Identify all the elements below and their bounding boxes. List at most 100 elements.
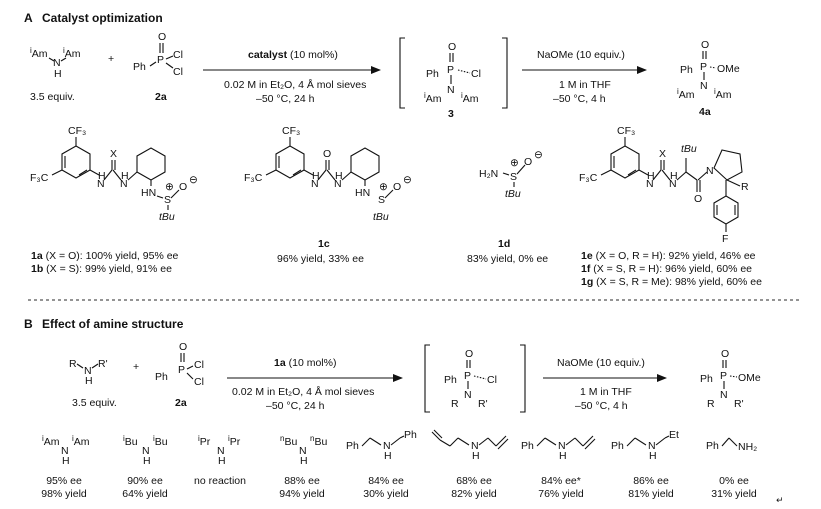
svg-text:S: S: [164, 194, 171, 206]
amine-h: H: [143, 455, 151, 467]
svg-text:HN: HN: [141, 187, 156, 199]
reaction-arrow-a1: catalyst (10 mol%) 0.02 M in Et₂O, 4 Å m…: [203, 49, 381, 105]
svg-text:S: S: [378, 194, 385, 206]
svg-text:H: H: [647, 170, 655, 182]
svg-text:0.02 M in Et₂O, 4 Å mol sieves: 0.02 M in Et₂O, 4 Å mol sieves: [224, 78, 366, 91]
svg-text:1 M in THF: 1 M in THF: [580, 386, 632, 398]
reaction-arrow-a2: NaOMe (10 equiv.) 1 M in THF –50 °C, 4 h: [522, 49, 647, 105]
svg-text:Ph: Ph: [444, 374, 457, 386]
catalyst-1c-label: 1c: [318, 238, 330, 250]
svg-text:N: N: [334, 178, 342, 190]
amine-left-group: Ph: [611, 440, 624, 452]
svg-text:CF₃: CF₃: [282, 125, 300, 137]
amine-n: N: [61, 445, 69, 457]
svg-text:O: O: [465, 348, 473, 360]
svg-text:H: H: [312, 170, 320, 182]
svg-text:tBu: tBu: [159, 211, 175, 223]
svg-text:CF₃: CF₃: [68, 125, 86, 137]
svg-text:Cl: Cl: [194, 359, 204, 371]
svg-text:R': R': [478, 398, 488, 410]
svg-text:Ph: Ph: [700, 373, 713, 385]
svg-text:⊕: ⊕: [165, 181, 174, 193]
reagent-2a: O P Ph Cl Cl 2a: [133, 31, 183, 103]
svg-text:H: H: [670, 170, 678, 182]
svg-text:N: N: [311, 178, 319, 190]
amine-yield: 76% yield: [538, 488, 584, 500]
amine-n: N: [471, 440, 479, 452]
amine-yield: 30% yield: [363, 488, 409, 500]
svg-text:P: P: [157, 54, 164, 66]
amine-right-group: nBu: [310, 434, 327, 448]
amine-right-group: Et: [669, 429, 679, 441]
svg-text:tBu: tBu: [505, 188, 521, 200]
svg-text:⊕: ⊕: [510, 157, 519, 169]
reaction-arrow-b2: NaOMe (10 equiv.) 1 M in THF –50 °C, 4 h: [543, 357, 667, 412]
catalyst-1a-result: 1a (X = O): 100% yield, 95% ee: [31, 250, 179, 262]
svg-text:N: N: [464, 389, 472, 401]
svg-text:OMe: OMe: [717, 63, 740, 75]
svg-text:O: O: [179, 341, 187, 353]
svg-text:⊖: ⊖: [189, 174, 198, 186]
svg-text:O: O: [721, 348, 729, 360]
catalyst-1d-result: 83% yield, 0% ee: [467, 253, 548, 265]
svg-text:1 M in THF: 1 M in THF: [559, 79, 611, 91]
svg-text:N: N: [53, 57, 61, 69]
equiv-label-a: 3.5 equiv.: [30, 91, 75, 103]
svg-text:catalyst (10 mol%): catalyst (10 mol%): [248, 49, 338, 61]
catalyst-1c-result: 96% yield, 33% ee: [277, 253, 364, 265]
svg-text:iAm: iAm: [30, 46, 48, 60]
svg-text:N: N: [646, 178, 654, 190]
svg-text:H: H: [54, 68, 62, 80]
product-generic: O P Ph OMe N R R': [700, 348, 761, 410]
svg-text:O: O: [701, 39, 709, 51]
svg-text:Cl: Cl: [487, 374, 497, 386]
svg-text:3: 3: [448, 108, 454, 120]
svg-text:P: P: [447, 64, 454, 76]
svg-text:H: H: [121, 170, 129, 182]
amine-n: N: [299, 445, 307, 457]
svg-text:X: X: [659, 148, 666, 160]
equiv-label-b: 3.5 equiv.: [72, 397, 117, 409]
amine-n: N: [217, 445, 225, 457]
amine-diisoamyl: iAm N H iAm: [30, 46, 81, 80]
svg-text:N: N: [700, 80, 708, 92]
amine-h: H: [300, 455, 308, 467]
amine-n: N: [648, 440, 656, 452]
amine-n: N: [558, 440, 566, 452]
svg-text:iAm: iAm: [677, 87, 695, 101]
svg-text:P: P: [464, 370, 471, 382]
return-glyph: ↵: [776, 495, 784, 505]
svg-text:S: S: [510, 171, 517, 183]
amine-ee: 68% ee: [456, 475, 492, 487]
amine-ee: 84% ee*: [541, 475, 581, 487]
amine-h: H: [384, 450, 392, 462]
svg-text:F₃C: F₃C: [30, 172, 49, 184]
catalyst-1e-result: 1e (X = O, R = H): 92% yield, 46% ee: [581, 250, 756, 262]
svg-text:F₃C: F₃C: [244, 172, 263, 184]
svg-text:R': R': [98, 358, 108, 370]
svg-text:R: R: [741, 181, 749, 193]
amine-yield: 94% yield: [279, 488, 325, 500]
svg-text:Cl: Cl: [194, 376, 204, 388]
amine-ee: 86% ee: [633, 475, 669, 487]
reagent-2a-b: O P Ph Cl Cl 2a: [155, 341, 204, 409]
svg-text:N: N: [706, 165, 714, 177]
svg-text:Ph: Ph: [133, 61, 146, 73]
svg-text:P: P: [178, 364, 185, 376]
svg-text:O: O: [179, 181, 187, 193]
section-b-title: Effect of amine structure: [42, 317, 184, 331]
svg-text:iAm: iAm: [424, 91, 442, 105]
svg-text:1a (10 mol%): 1a (10 mol%): [274, 357, 336, 369]
catalyst-1d-structure: H₂N S ⊕ O ⊖ tBu: [479, 149, 543, 200]
section-a-title: Catalyst optimization: [42, 11, 163, 25]
amine-right-group: iPr: [228, 434, 241, 448]
amine-generic: R N H R': [69, 358, 108, 387]
amine-right-group: NH₂: [738, 441, 757, 453]
svg-text:N: N: [720, 389, 728, 401]
amine-ee: 0% ee: [719, 475, 749, 487]
catalyst-1b-result: 1b (X = S): 99% yield, 91% ee: [31, 263, 172, 275]
